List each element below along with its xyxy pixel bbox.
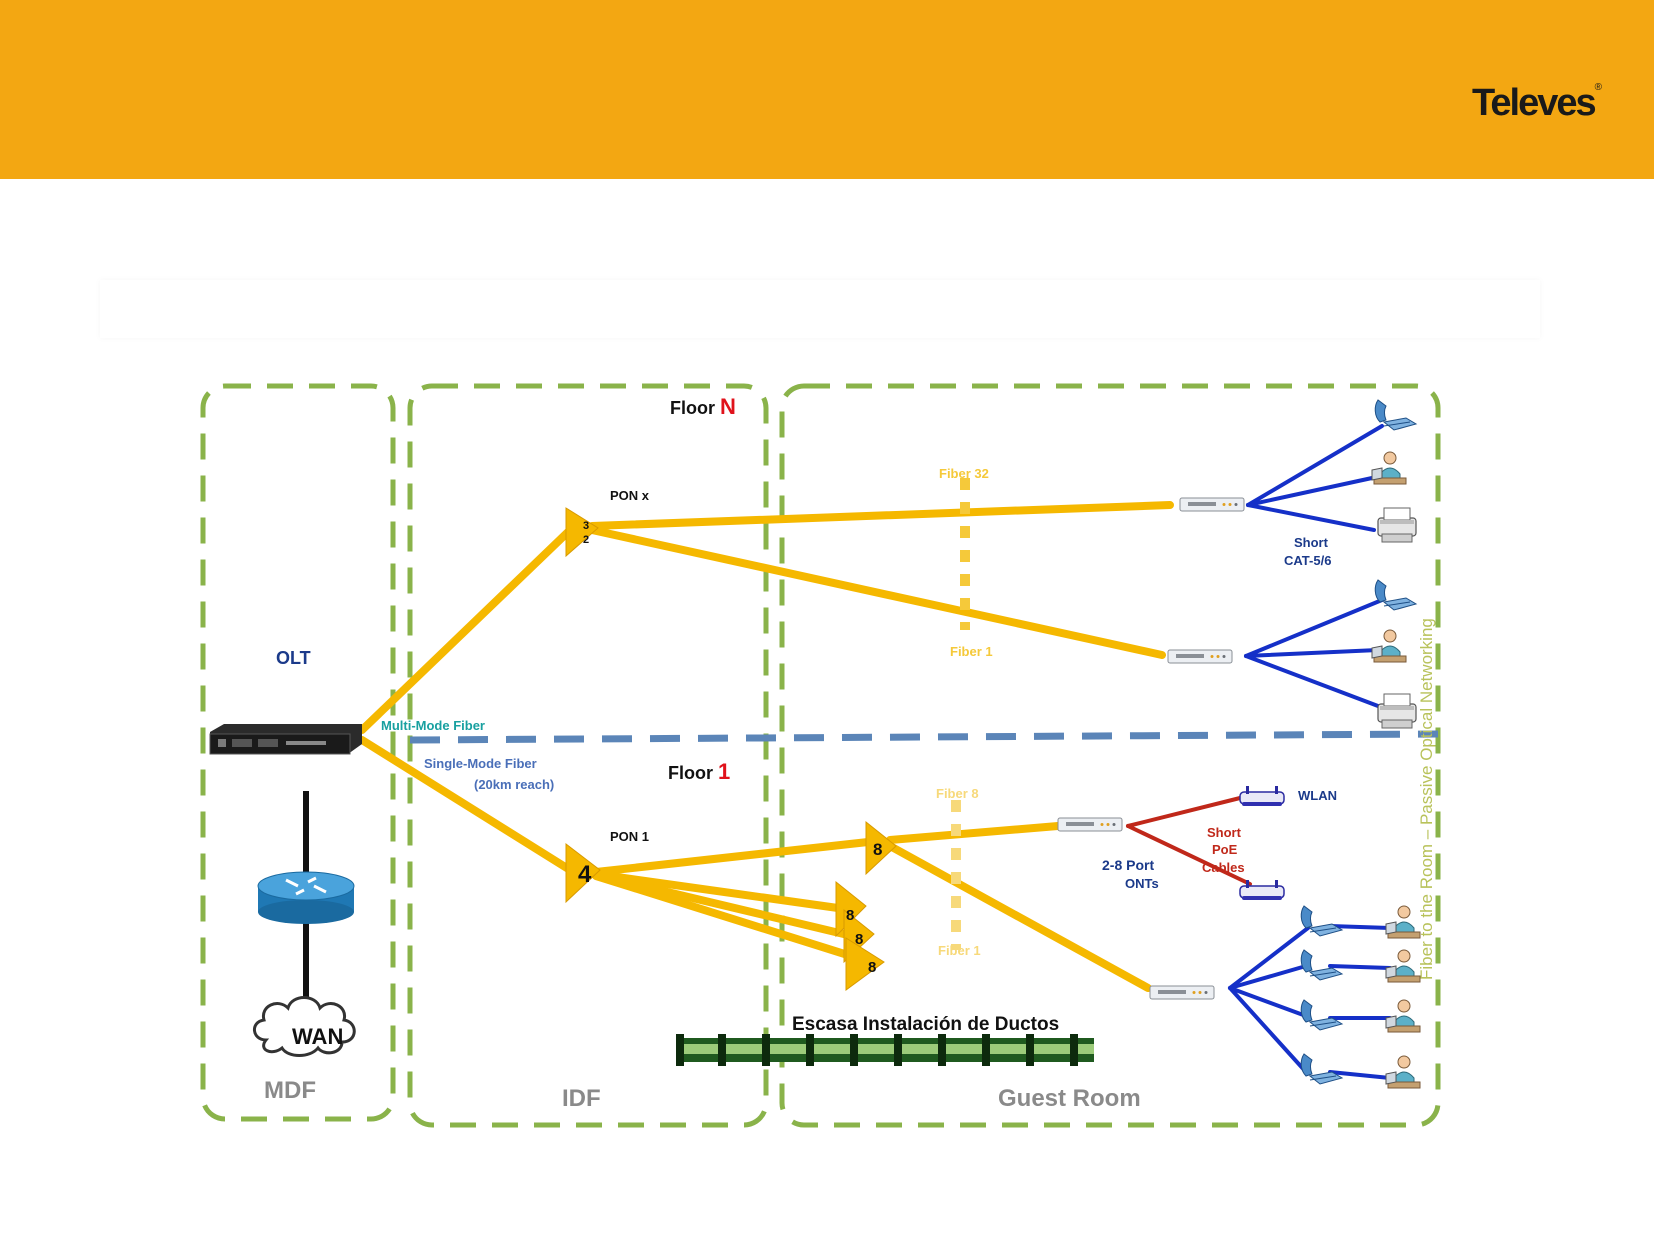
olt-label: OLT: [276, 648, 311, 668]
mdf-label: MDF: [264, 1077, 316, 1104]
ont-floor-n-bottom: [1167, 649, 1233, 664]
wan-label: WAN: [292, 1024, 343, 1049]
poe-lines: [1126, 796, 1252, 886]
floor-n-label: Floor N: [670, 394, 736, 419]
user-pc-icon: [1371, 451, 1407, 485]
printer-icon: [1377, 693, 1417, 729]
printer-icon: [1377, 507, 1417, 543]
phone-icon: [1300, 999, 1343, 1031]
ont-label: ONTs: [1125, 876, 1159, 891]
router-icon: [257, 871, 355, 924]
floor-1-label: Floor 1: [668, 759, 730, 784]
splitter-floor1-ratio: 8: [873, 840, 882, 859]
ont-floor-1-top: [1057, 817, 1123, 832]
duct-label: Escasa Instalación de Ductos: [792, 1014, 1059, 1035]
user-pc-icon: [1385, 949, 1421, 983]
splitter-floor1-8: [865, 820, 897, 876]
user-pc-icon: [1385, 905, 1421, 939]
splitter-stack-ratio: 8: [855, 931, 863, 948]
short-cat-label: CAT-5/6: [1284, 553, 1331, 568]
splitter-pon-1: [565, 842, 601, 904]
wlan-ap-icon: [1239, 785, 1285, 807]
single-mode-fiber-label: Single-Mode Fiber: [424, 756, 537, 771]
user-pc-icon: [1385, 1055, 1421, 1089]
short-poe-label: Cables: [1202, 860, 1245, 875]
reach-label: (20km reach): [474, 777, 554, 792]
splitter-pon-1-ratio: 4: [578, 861, 592, 888]
floor-divider: [409, 730, 1439, 744]
title-band: [100, 280, 1540, 338]
user-pc-icon: [1385, 999, 1421, 1033]
mdf-zone: [200, 383, 396, 1122]
wlan-label: WLAN: [1298, 788, 1337, 803]
copper-lines: [1228, 424, 1392, 1080]
ftr-pon-vertical-text: Fiber to the Room – Passive Optical Netw…: [1417, 618, 1436, 980]
splitter-pon-x: [565, 507, 599, 558]
user-pc-icon: [1371, 629, 1407, 663]
header-bar: [0, 0, 1654, 179]
ont-label: 2-8 Port: [1102, 857, 1154, 873]
pon-1-label: PON 1: [610, 829, 649, 844]
fiber-1-bottom-label: Fiber 1: [938, 943, 981, 958]
pon-x-label: PON x: [610, 488, 650, 503]
short-poe-label: Short: [1207, 825, 1242, 840]
ont-floor-1-bottom: [1149, 985, 1215, 1000]
fiber-8-label: Fiber 8: [936, 786, 979, 801]
splitter-stack: [835, 880, 885, 991]
ont-floor-n-top: [1179, 497, 1245, 512]
splitter-pon-x-digit: 3: [583, 520, 589, 532]
splitter-stack-ratio: 8: [846, 907, 854, 924]
idf-zone: [407, 383, 769, 1128]
idf-label: IDF: [562, 1085, 601, 1112]
splitter-stack-ratio: 8: [868, 959, 876, 976]
duct-graphic: [676, 1034, 1094, 1066]
guest-room-label: Guest Room: [998, 1085, 1141, 1112]
fiber-1-top-label: Fiber 1: [950, 644, 993, 659]
short-cat-label: Short: [1294, 535, 1329, 550]
phone-icon: [1300, 905, 1343, 937]
short-poe-label: PoE: [1212, 842, 1238, 857]
olt-device: [209, 724, 362, 755]
wan-cloud-icon: [253, 996, 356, 1057]
guest-room-zone: [779, 383, 1441, 1128]
phone-icon: [1374, 579, 1417, 611]
phone-icon: [1300, 1053, 1343, 1085]
fiber-lines: [358, 501, 1174, 992]
multi-mode-fiber-label: Multi-Mode Fiber: [381, 718, 485, 733]
fiber-32-label: Fiber 32: [939, 466, 989, 481]
televes-logo: Televes®: [1472, 82, 1602, 124]
wlan-ap-icon: [1239, 879, 1285, 901]
splitter-pon-x-digit: 2: [583, 534, 589, 546]
